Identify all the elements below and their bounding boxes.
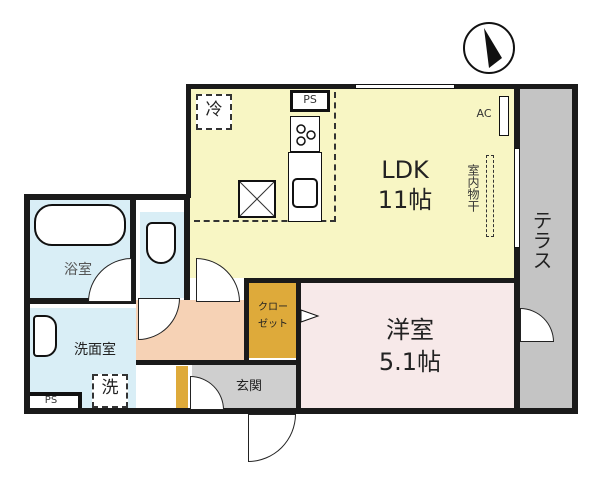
window	[514, 148, 520, 248]
ldk-size: 11帖	[377, 186, 433, 214]
wall	[184, 200, 190, 300]
washer	[92, 374, 128, 408]
drying-rail	[486, 155, 494, 237]
wall	[244, 278, 520, 283]
terrace	[518, 88, 574, 410]
wall	[186, 360, 298, 365]
bathtub	[34, 204, 126, 246]
bath-label: 浴室	[64, 262, 92, 278]
ps-box-top	[290, 90, 330, 112]
fridge-label: 冷	[205, 100, 223, 120]
kitchen-area	[194, 92, 336, 222]
terrace-label: テラス	[529, 210, 553, 270]
wall	[136, 360, 192, 365]
wall	[296, 278, 301, 412]
cross-icon	[239, 181, 275, 217]
ps-label-top: PS	[303, 93, 317, 106]
shoe-cabinet	[176, 366, 188, 410]
wall	[24, 194, 190, 200]
wall	[514, 84, 520, 414]
closet-door-icon	[300, 309, 320, 323]
washroom-label: 洗面室	[74, 342, 116, 358]
north-arrow-icon	[484, 28, 502, 68]
front-door[interactable]	[248, 414, 296, 462]
ldk-label: LDK	[381, 156, 429, 184]
toilet	[146, 222, 176, 264]
ac-unit	[499, 96, 509, 136]
wall	[24, 194, 30, 414]
fridge	[196, 94, 232, 130]
sink	[292, 178, 318, 208]
closet-label-2: ゼット	[258, 319, 288, 330]
wall	[30, 298, 136, 304]
wall	[244, 278, 249, 364]
entrance-label: 玄関	[235, 379, 262, 394]
washer-label: 洗	[101, 378, 119, 398]
wall	[130, 200, 136, 300]
window	[355, 84, 455, 89]
wall	[186, 84, 191, 198]
ps-label-bottom: PS	[44, 395, 58, 406]
western-size: 5.1帖	[378, 348, 442, 376]
western-room	[300, 278, 518, 410]
ac-label: AC	[476, 107, 492, 120]
ps-box-bottom	[30, 392, 82, 408]
western-label: 洋室	[386, 316, 434, 344]
compass	[463, 22, 515, 74]
closet	[248, 282, 298, 358]
closet-label-1: クロー	[258, 302, 288, 313]
wall	[572, 84, 578, 414]
wash-basin	[33, 315, 57, 357]
wall	[24, 408, 578, 414]
burner-icon	[296, 124, 316, 146]
table	[238, 180, 276, 218]
indoor-drying-label: 室内物干	[466, 164, 480, 212]
stove	[290, 116, 320, 152]
